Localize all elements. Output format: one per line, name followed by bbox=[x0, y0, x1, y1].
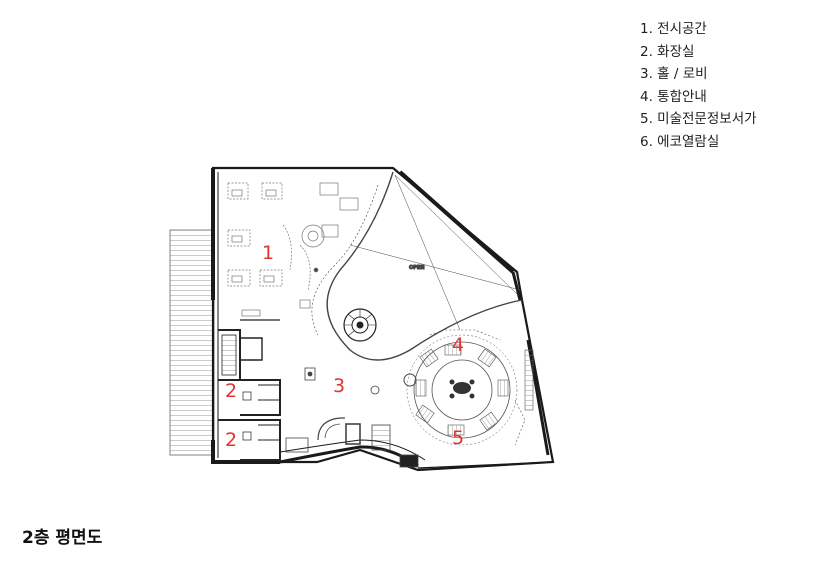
legend-item: 5. 미술전문정보서가 bbox=[640, 111, 757, 127]
legend-item: 1. 전시공간 bbox=[640, 21, 707, 37]
lobby-elements bbox=[285, 367, 419, 468]
legend-item: 4. 통합안내 bbox=[640, 88, 707, 105]
room-legend: 1. 전시공간 2. 화장실 3. 홀 / 로비 4. 통합안내 5. 미술전문… bbox=[640, 18, 757, 153]
zone-number-2b: 2 bbox=[225, 429, 237, 451]
plan-caption: 2층 평면도 bbox=[22, 528, 103, 548]
open-label: OPEN bbox=[409, 265, 425, 271]
legend-item: 6. 에코열람실 bbox=[640, 133, 720, 150]
zone-number-4: 4 bbox=[452, 334, 464, 356]
zone-number-2a: 2 bbox=[225, 380, 237, 402]
legend-item: 3. 홀 / 로비 bbox=[640, 66, 708, 82]
zone-numbers: 1 2 2 3 4 5 bbox=[225, 242, 464, 451]
legend-item: 2. 화장실 bbox=[640, 43, 695, 60]
zone-number-3: 3 bbox=[333, 375, 345, 397]
exhibition-furniture bbox=[227, 182, 359, 317]
spiral-staircase bbox=[343, 308, 377, 342]
open-void: OPEN bbox=[311, 171, 523, 361]
exterior-stairs bbox=[169, 229, 215, 456]
zone-number-5: 5 bbox=[452, 427, 464, 449]
information-area bbox=[406, 329, 534, 446]
zone-number-1: 1 bbox=[262, 242, 274, 264]
service-core bbox=[218, 319, 281, 461]
